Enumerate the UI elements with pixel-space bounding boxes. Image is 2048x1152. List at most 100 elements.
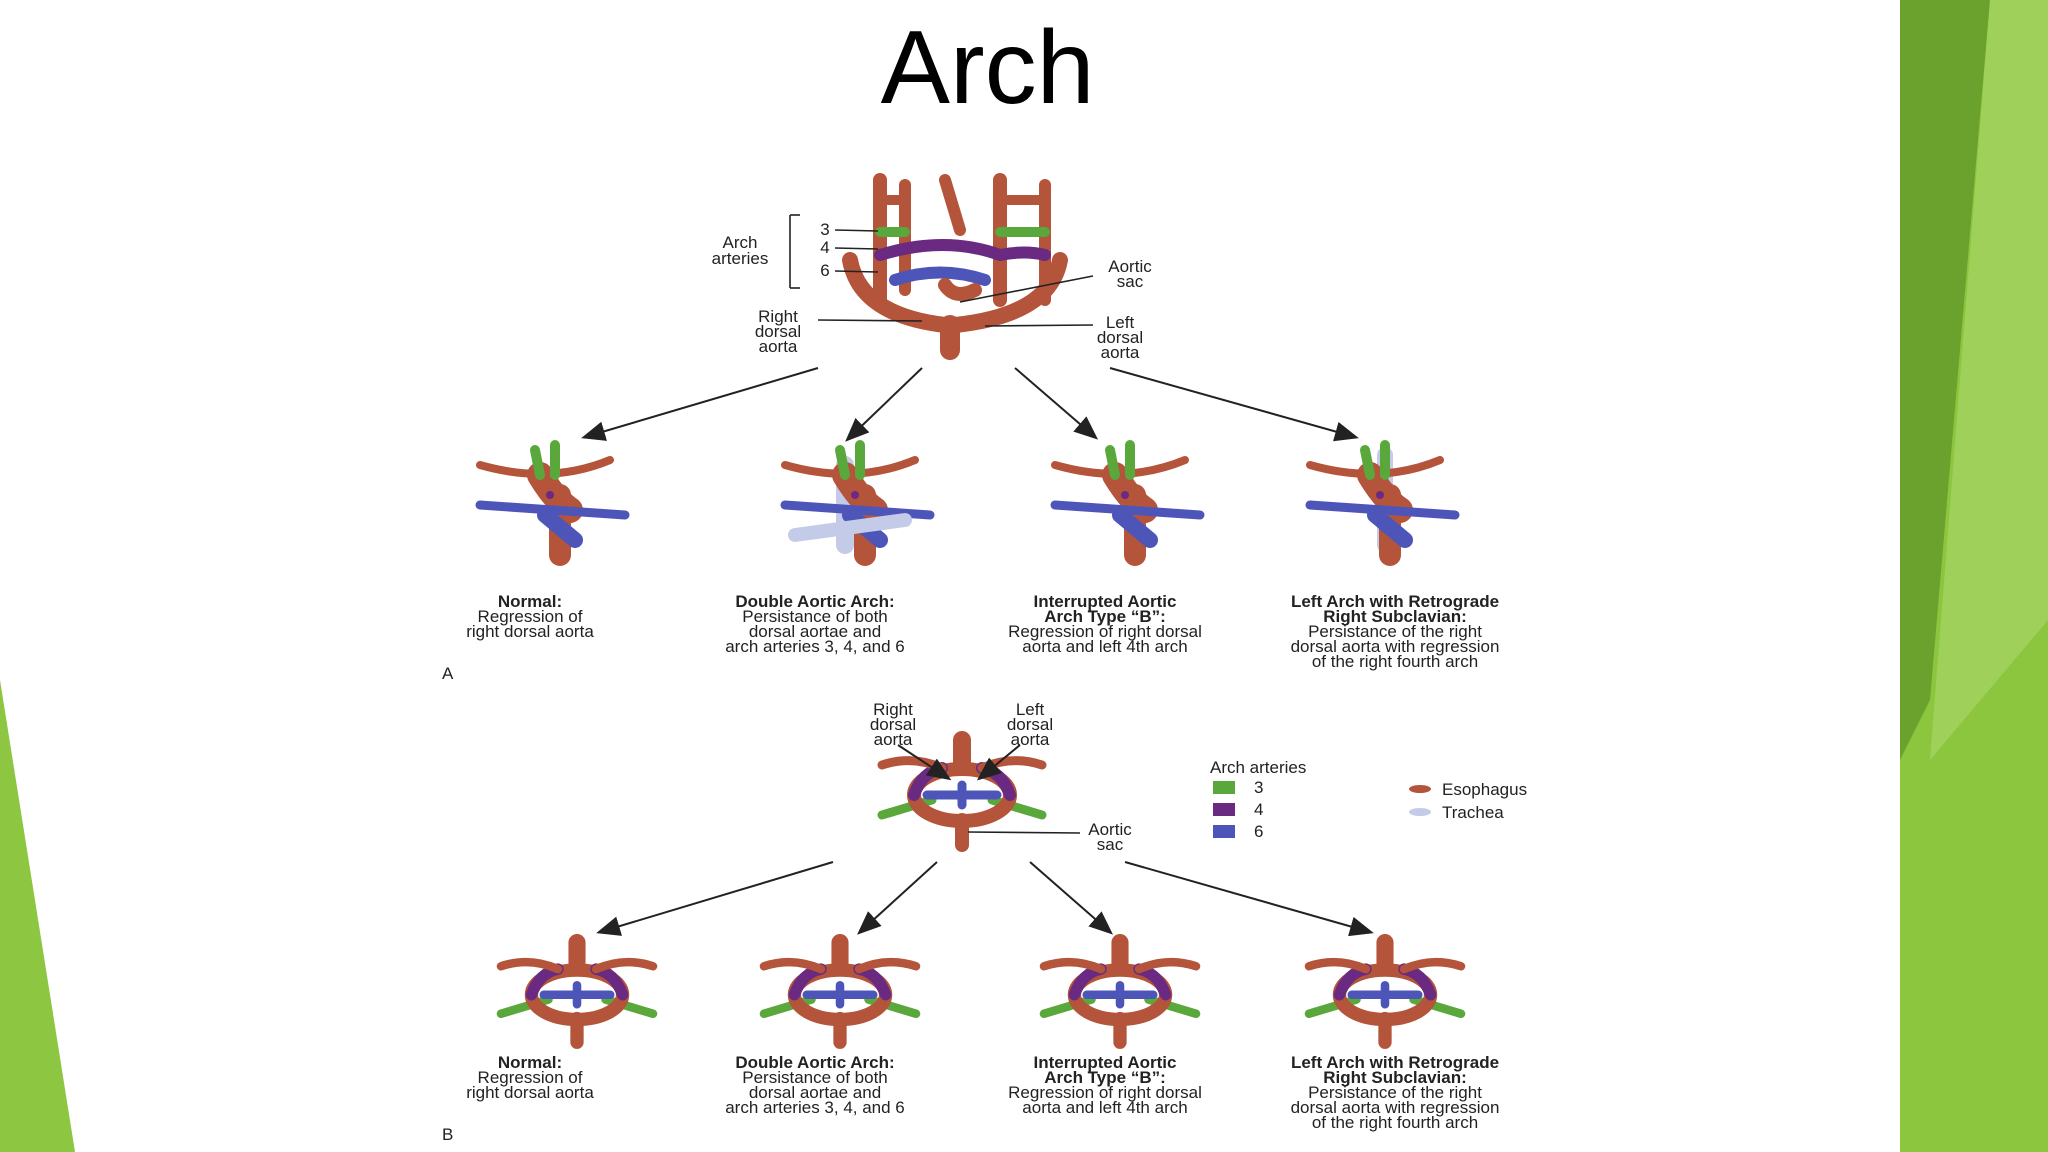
variant-b-interrupted — [1039, 933, 1201, 1049]
caption-b-text-1: dorsal aortae and — [749, 1083, 881, 1102]
left-green-wedge — [0, 680, 75, 1152]
embryonic-arch-system — [842, 173, 1068, 360]
arch-4-remnant — [851, 491, 859, 499]
legend-item-6: 6 — [1254, 822, 1263, 841]
caption-b-heading-0: Normal: — [498, 1053, 562, 1072]
caption-a-text-2: aorta and left 4th arch — [1022, 637, 1187, 656]
b-right-dorsal-label-line: aorta — [874, 730, 913, 749]
arrow-b-retrograde — [1124, 861, 1374, 937]
arch-number-6: 6 — [820, 261, 829, 280]
legend-swatch-3 — [1213, 781, 1235, 794]
caption-b-text-1: arch arteries 3, 4, and 6 — [725, 1098, 905, 1117]
aortic-arch — [1102, 462, 1158, 523]
arrow-b-interrupted — [1029, 861, 1114, 935]
arch-3-branch — [1360, 445, 1375, 480]
caption-a-heading-3: Left Arch with Retrograde — [1291, 592, 1499, 611]
caption-b-text-3: of the right fourth arch — [1312, 1113, 1478, 1132]
variant-a-normal — [475, 440, 630, 566]
variant-b-normal — [496, 933, 658, 1049]
legend-swatch-esophagus — [1409, 785, 1431, 793]
right-branch — [1134, 957, 1201, 974]
caption-a-text-3: dorsal aorta with regression — [1291, 637, 1500, 656]
arch-number-3: 3 — [820, 220, 829, 239]
arrow-b-double — [857, 861, 938, 935]
caption-a-heading-2: Interrupted Aortic — [1034, 592, 1177, 611]
arch-4-remnant — [546, 491, 554, 499]
legend-item-3: 3 — [1254, 778, 1263, 797]
arch-arteries-label-line: arteries — [712, 249, 769, 268]
arrow-b-normal — [596, 861, 834, 936]
caption-b-text-3: Persistance of the right — [1308, 1083, 1482, 1102]
right-dorsal-aorta-label-line: aorta — [759, 337, 798, 356]
caption-a-text-3: of the right fourth arch — [1312, 652, 1478, 671]
caption-b-heading-2: Interrupted Aortic — [1034, 1053, 1177, 1072]
aortic-sac-label-line: sac — [1117, 272, 1144, 291]
right-branch — [854, 957, 921, 974]
caption-b-text-3: dorsal aorta with regression — [1291, 1098, 1500, 1117]
arch-6 — [889, 266, 991, 286]
caption-b-heading-2: Arch Type “B”: — [1044, 1068, 1166, 1087]
right-branch — [977, 756, 1047, 773]
pulmonary-trunk — [1367, 507, 1413, 548]
arrow-a-interrupted — [1014, 367, 1099, 440]
caption-a-text-1: Persistance of both — [742, 607, 888, 626]
b-right-dorsal-label-line: dorsal — [870, 715, 916, 734]
panel-letter-a: A — [442, 664, 454, 683]
arrow-a-retrograde — [1109, 367, 1359, 442]
right-dorsal-aorta-label-line: Right — [758, 307, 798, 326]
right-green-band-light — [1930, 0, 2048, 760]
caption-b-text-2: Regression of right dorsal — [1008, 1083, 1202, 1102]
legend-title: Arch arteries — [1210, 758, 1306, 777]
aortic-arch — [527, 462, 583, 523]
arch-pointer — [834, 229, 879, 232]
arch-3-branch — [1105, 445, 1120, 480]
right-green-band-dark — [1900, 0, 1990, 760]
aortic-arch — [1357, 462, 1413, 523]
left-branch — [1304, 957, 1371, 974]
arch-4-remnant — [1376, 491, 1384, 499]
caption-b-heading-3: Left Arch with Retrograde — [1291, 1053, 1499, 1072]
left-dorsal-pointer — [984, 324, 1094, 327]
embryonic-ring — [877, 731, 1047, 852]
caption-b-text-2: aorta and left 4th arch — [1022, 1098, 1187, 1117]
legend-item-trachea: Trachea — [1442, 803, 1504, 822]
caption-a-heading-2: Arch Type “B”: — [1044, 607, 1166, 626]
caption-a-text-2: Regression of right dorsal — [1008, 622, 1202, 641]
pulmonary-trunk — [537, 507, 583, 548]
caption-a-heading-0: Normal: — [498, 592, 562, 611]
arch-pointer — [834, 247, 879, 250]
legend-item-esophagus: Esophagus — [1442, 780, 1527, 799]
caption-b-text-0: right dorsal aorta — [466, 1083, 594, 1102]
b-left-dorsal-pointer — [976, 744, 1021, 781]
aortic-sac-label-line: Aortic — [1108, 257, 1152, 276]
right-branch — [1399, 957, 1466, 974]
variant-b-retrograde — [1304, 933, 1466, 1049]
slide-title: Arch — [880, 10, 1095, 126]
arch-3-branch — [530, 445, 545, 480]
legend-item-4: 4 — [1254, 800, 1263, 819]
aortic-sac-pointer — [959, 275, 1094, 303]
vessel-trunk — [939, 174, 966, 236]
left-dorsal-aorta-label-line: Left — [1106, 313, 1135, 332]
caption-a-heading-1: Double Aortic Arch: — [735, 592, 894, 611]
b-left-dorsal-label-line: dorsal — [1007, 715, 1053, 734]
arrow-a-double — [845, 367, 923, 442]
left-dorsal-aorta-label-line: aorta — [1101, 343, 1140, 362]
caption-a-text-3: Persistance of the right — [1308, 622, 1482, 641]
arrow-a-normal — [581, 367, 819, 441]
left-branch — [759, 957, 826, 974]
aortic-sac — [938, 278, 982, 301]
caption-a-text-0: Regression of — [478, 607, 583, 626]
arch-arteries-label-line: Arch — [723, 233, 758, 252]
b-aortic-sac-label-line: sac — [1097, 835, 1124, 854]
